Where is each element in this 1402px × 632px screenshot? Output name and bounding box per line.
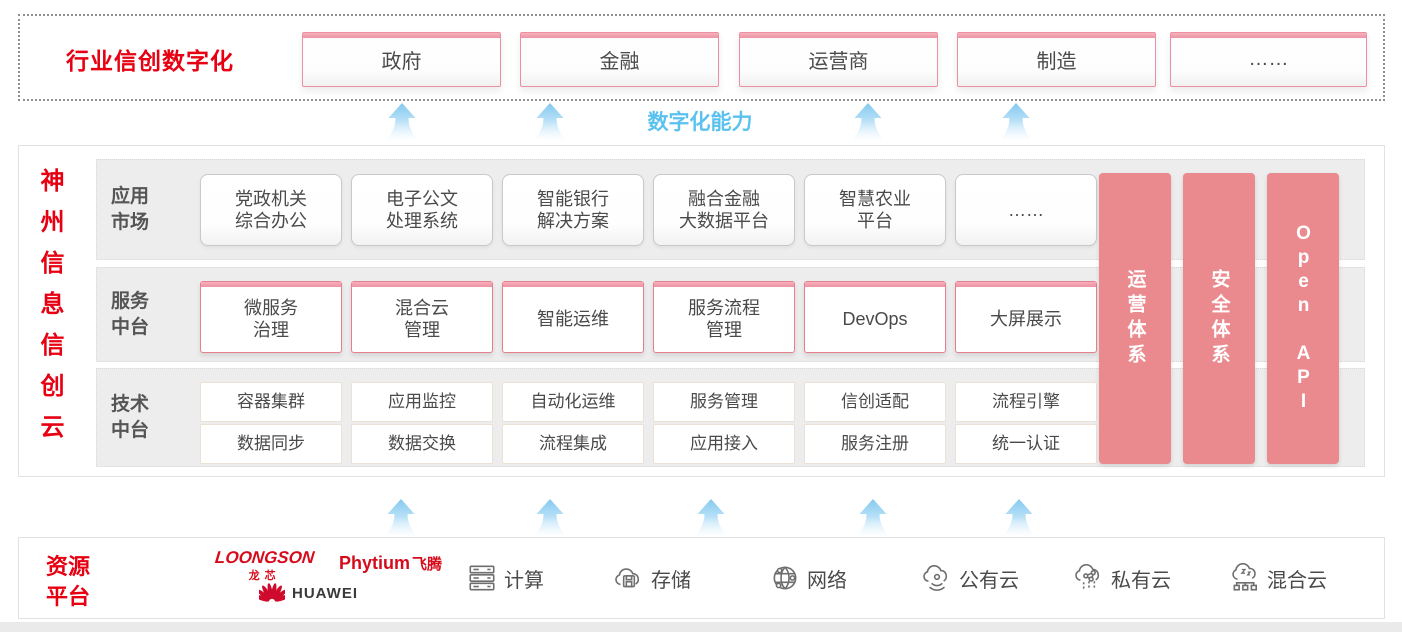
resource-item-hybrid-cloud: 混合云 bbox=[1229, 560, 1327, 596]
up-arrow-icon bbox=[386, 103, 418, 141]
resource-label: 混合云 bbox=[1267, 569, 1327, 592]
tech-card: 数据同步 bbox=[200, 424, 342, 464]
loongson-logo-text: LOONGSON bbox=[214, 548, 316, 567]
industry-label: 金融 bbox=[599, 51, 640, 73]
row-label-tech: 技术 中台 bbox=[111, 393, 150, 441]
resource-item-compute: 计算 bbox=[466, 560, 544, 596]
bottom-divider bbox=[0, 622, 1402, 632]
service-card: 大屏展示 bbox=[955, 281, 1097, 353]
private-cloud-icon bbox=[1075, 563, 1100, 589]
digital-capability-label: 数字化能力 bbox=[647, 111, 753, 134]
industry-section-title: 行业信创数字化 bbox=[66, 48, 234, 74]
resource-label: 存储 bbox=[651, 569, 691, 592]
service-card: 智能运维 bbox=[502, 281, 644, 353]
cloud-platform-section: 神州信息信创云 应用 市场 党政机关 综合办公 电子公文 处理系统 智能银行 解… bbox=[18, 145, 1385, 477]
up-arrow-icon bbox=[534, 103, 566, 141]
app-market-row: 应用 市场 党政机关 综合办公 电子公文 处理系统 智能银行 解决方案 融合金融… bbox=[96, 159, 1365, 260]
industry-digitalization-section: 行业信创数字化 政府 金融 运营商 制造 …… bbox=[18, 14, 1385, 101]
tech-card: 服务注册 bbox=[804, 424, 946, 464]
tech-card: 服务管理 bbox=[653, 382, 795, 422]
resource-label: 私有云 bbox=[1111, 569, 1171, 592]
resource-item-storage: 存储 bbox=[613, 560, 691, 596]
up-arrow-icon bbox=[1000, 103, 1032, 141]
app-card: 智慧农业 平台 bbox=[804, 174, 946, 246]
resource-item-public-cloud: 公有云 bbox=[921, 560, 1019, 596]
tech-card: 信创适配 bbox=[804, 382, 946, 422]
phytium-logo: Phytium 飞腾 bbox=[339, 553, 442, 574]
app-card: 电子公文 处理系统 bbox=[351, 174, 493, 246]
loongson-logo: LOONGSON 龙芯 bbox=[214, 548, 316, 583]
phytium-logo-cn: 飞腾 bbox=[412, 556, 443, 573]
resource-item-private-cloud: 私有云 bbox=[1073, 560, 1171, 596]
loongson-logo-cn: 龙芯 bbox=[248, 570, 281, 582]
huawei-logo: HUAWEI bbox=[259, 582, 358, 604]
up-arrow-icon bbox=[852, 103, 884, 141]
industry-label: 制造 bbox=[1036, 51, 1077, 73]
tech-card: 流程集成 bbox=[502, 424, 644, 464]
tech-platform-row: 技术 中台 容器集群 应用监控 自动化运维 服务管理 信创适配 流程引擎 数据同… bbox=[96, 368, 1365, 467]
service-card: 微服务 治理 bbox=[200, 281, 342, 353]
tech-card: 应用监控 bbox=[351, 382, 493, 422]
up-arrow-icon bbox=[857, 499, 889, 537]
industry-box-more: …… bbox=[1170, 32, 1367, 87]
resource-section-title: 资源 平台 bbox=[46, 554, 91, 609]
service-platform-row: 服务 中台 微服务 治理 混合云 管理 智能运维 服务流程 管理 DevOps … bbox=[96, 267, 1365, 362]
up-arrow-icon bbox=[695, 499, 727, 537]
tech-card: 流程引擎 bbox=[955, 382, 1097, 422]
service-card: 服务流程 管理 bbox=[653, 281, 795, 353]
pillar-open-api: Open API bbox=[1267, 173, 1339, 464]
industry-label: 政府 bbox=[381, 51, 422, 73]
huawei-flower-icon bbox=[259, 583, 285, 602]
pillar-security-system: 安全体系 bbox=[1183, 173, 1255, 464]
storage-icon bbox=[615, 568, 640, 588]
up-arrow-icon bbox=[1003, 499, 1035, 537]
tech-card: 应用接入 bbox=[653, 424, 795, 464]
resource-platform-section: 资源 平台 LOONGSON 龙芯 Phytium 飞腾 HUAWEI bbox=[18, 537, 1385, 619]
industry-box-telecom: 运营商 bbox=[739, 32, 938, 87]
service-card: 混合云 管理 bbox=[351, 281, 493, 353]
app-card: 党政机关 综合办公 bbox=[200, 174, 342, 246]
industry-label: 运营商 bbox=[808, 51, 869, 73]
resource-label: 计算 bbox=[504, 569, 544, 592]
huawei-logo-text: HUAWEI bbox=[292, 584, 358, 602]
industry-box-government: 政府 bbox=[302, 32, 501, 87]
pillar-operation-system: 运营体系 bbox=[1099, 173, 1171, 464]
row-label-app-market: 应用 市场 bbox=[111, 185, 150, 233]
industry-box-manufacturing: 制造 bbox=[957, 32, 1156, 87]
resource-item-network: 网络 bbox=[769, 560, 847, 596]
row-label-service: 服务 中台 bbox=[111, 290, 150, 338]
tech-card: 自动化运维 bbox=[502, 382, 644, 422]
app-card: 融合金融 大数据平台 bbox=[653, 174, 795, 246]
service-card: DevOps bbox=[804, 281, 946, 353]
public-cloud-icon bbox=[923, 565, 948, 591]
up-arrow-icon bbox=[385, 499, 417, 537]
tech-card: 统一认证 bbox=[955, 424, 1097, 464]
industry-box-finance: 金融 bbox=[520, 32, 719, 87]
platform-title-vertical: 神州信息信创云 bbox=[36, 168, 63, 455]
compute-icon bbox=[469, 565, 495, 591]
hybrid-cloud-icon bbox=[1232, 562, 1257, 591]
up-arrow-icon bbox=[534, 499, 566, 537]
resource-label: 公有云 bbox=[959, 569, 1019, 592]
network-icon bbox=[773, 566, 797, 590]
tech-card: 容器集群 bbox=[200, 382, 342, 422]
resource-label: 网络 bbox=[807, 569, 847, 592]
industry-label: …… bbox=[1248, 48, 1289, 70]
app-card: 智能银行 解决方案 bbox=[502, 174, 644, 246]
phytium-logo-text: Phytium bbox=[339, 553, 411, 573]
tech-card: 数据交换 bbox=[351, 424, 493, 464]
app-card-more: …… bbox=[955, 174, 1097, 246]
